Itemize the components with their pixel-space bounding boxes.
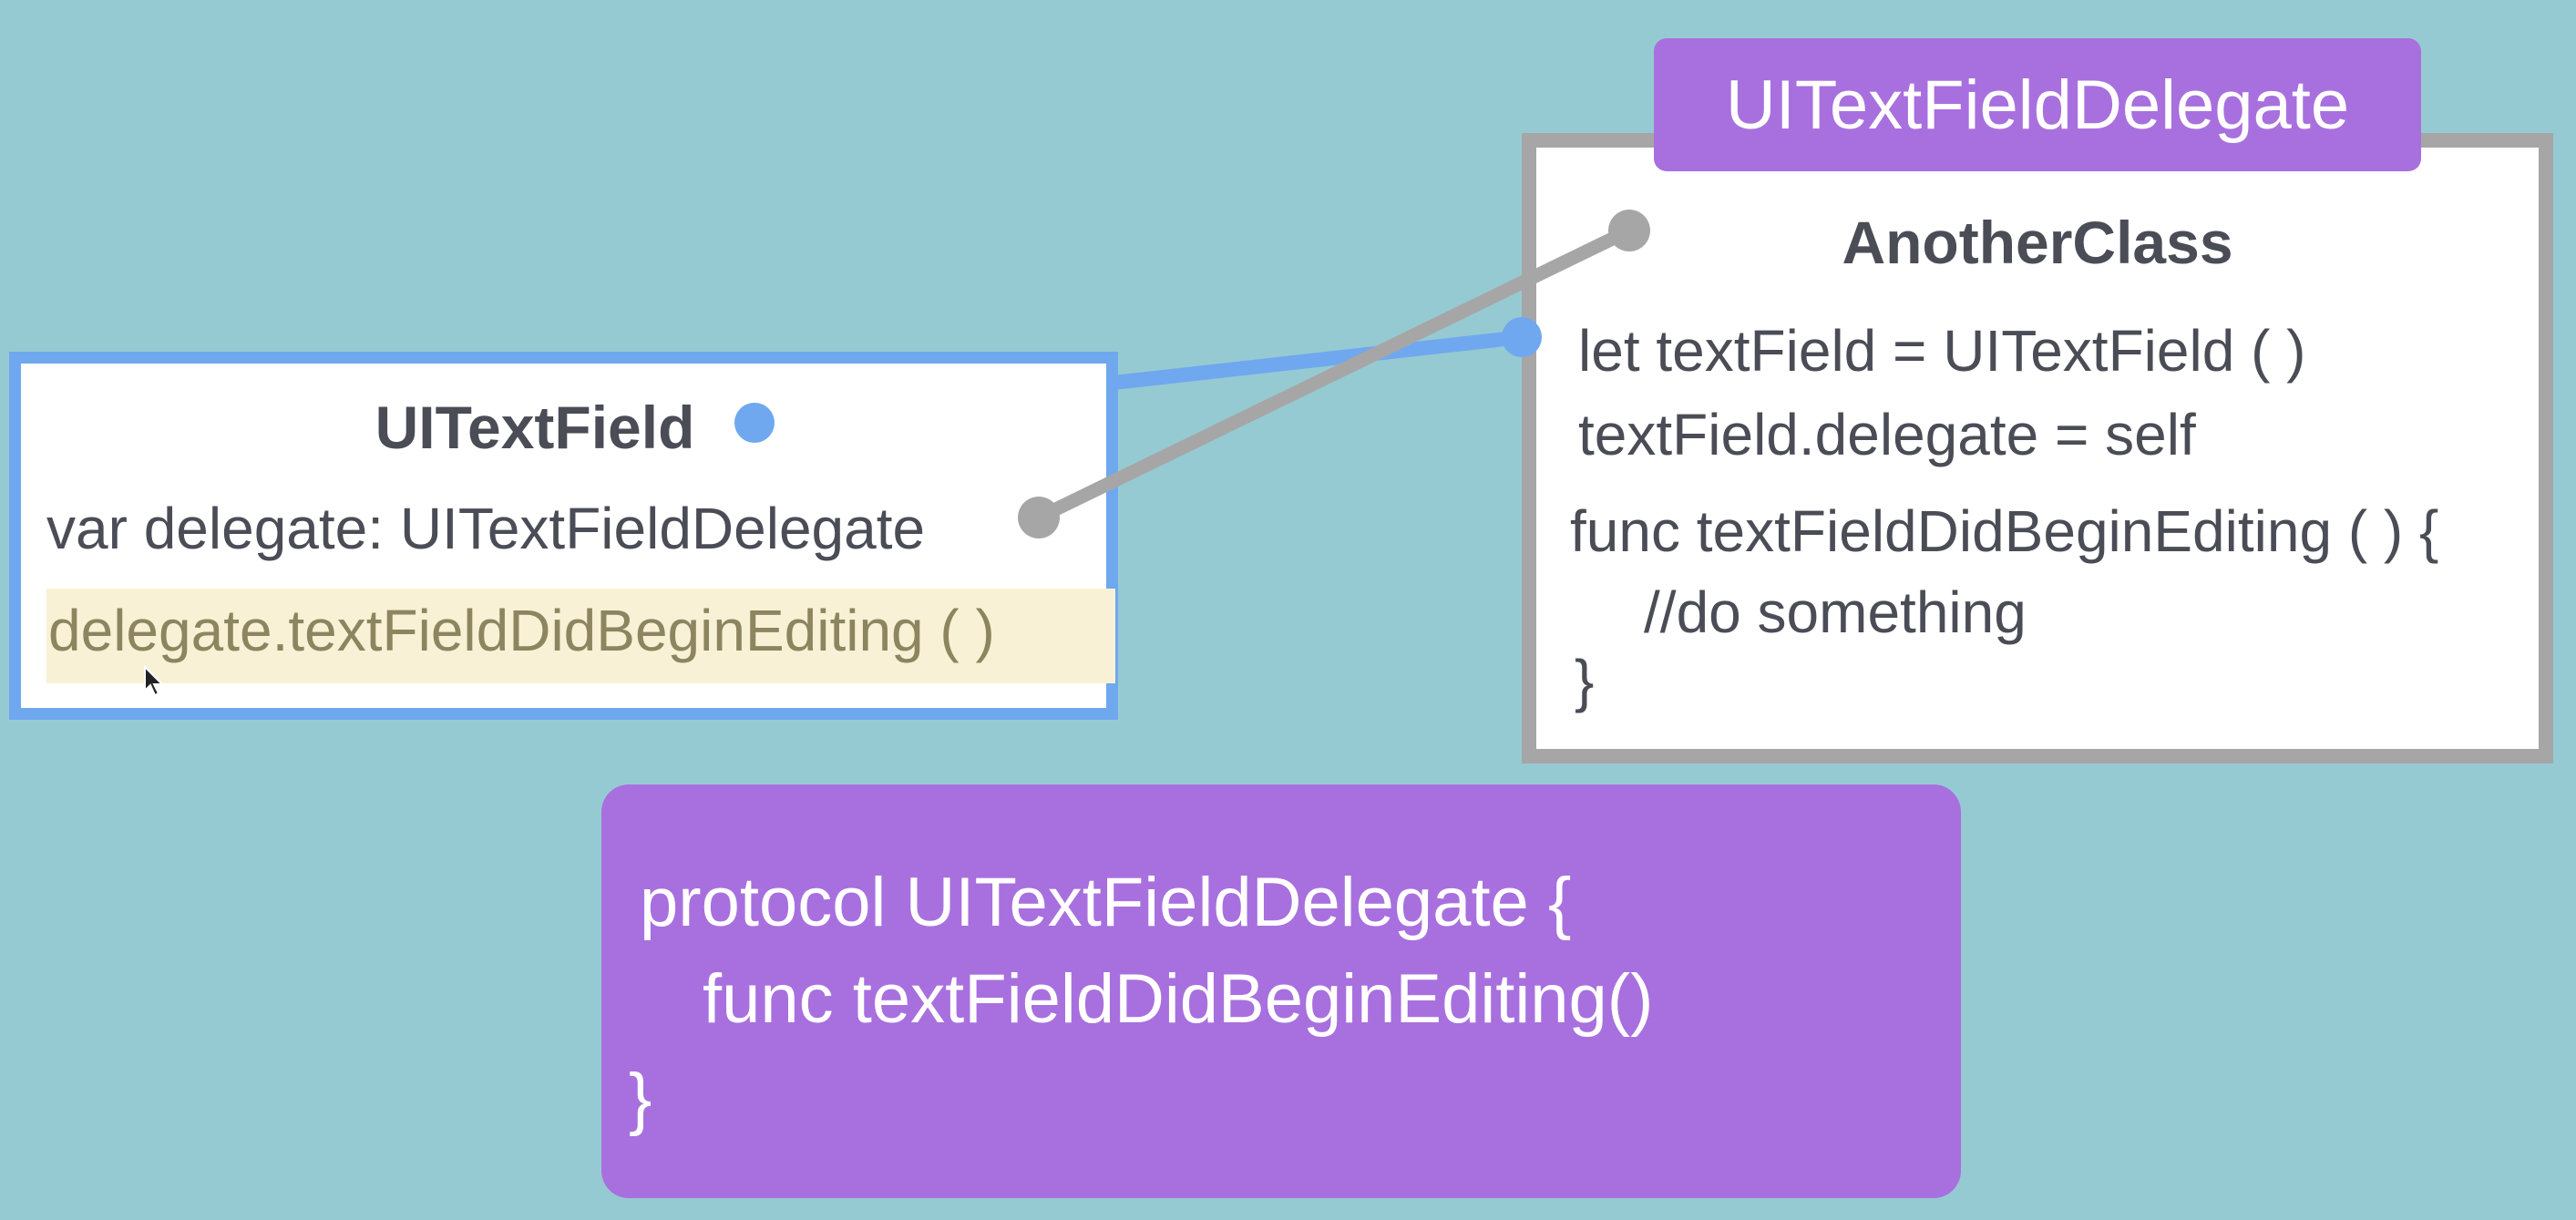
- uitextfield-box: UITextField var delegate: UITextFieldDel…: [9, 352, 1118, 720]
- delegate-conformance-label: UITextFieldDelegate: [1725, 66, 2350, 144]
- uitextfield-title-dot: [734, 403, 775, 443]
- protocol-func-line: func textFieldDidBeginEditing(): [703, 960, 1654, 1038]
- gray-connector-line: [1031, 223, 1637, 525]
- another-class-dot: [1608, 210, 1650, 251]
- another-class-box: AnotherClass let textField = UITextField…: [1522, 133, 2553, 764]
- closing-brace-line: }: [1575, 648, 1595, 713]
- another-class-title: AnotherClass: [1842, 209, 2233, 276]
- protocol-declaration-line: protocol UITextFieldDelegate {: [640, 864, 1572, 941]
- delegate-call-highlight: [46, 589, 1115, 683]
- uitextfield-title: UITextField: [375, 394, 695, 461]
- delegate-assign-line: textField.delegate = self: [1578, 402, 2196, 467]
- let-textfield-line: let textField = UITextField ( ): [1578, 318, 2306, 384]
- protocol-definition-box: protocol UITextFieldDelegate { func text…: [601, 784, 1961, 1198]
- delegate-var-dot: [1018, 497, 1060, 538]
- delegate-call-line: delegate.textFieldDidBeginEditing ( ): [48, 598, 995, 663]
- protocol-closing-brace: }: [629, 1060, 652, 1137]
- comment-line: //do something: [1644, 579, 2027, 645]
- let-textfield-dot: [1502, 317, 1542, 357]
- func-declaration-line: func textFieldDidBeginEditing ( ) {: [1570, 498, 2439, 564]
- delegate-conformance-tag: UITextFieldDelegate: [1654, 38, 2421, 171]
- delegate-var-line: var delegate: UITextFieldDelegate: [46, 496, 926, 561]
- mouse-pointer-icon: [144, 665, 165, 697]
